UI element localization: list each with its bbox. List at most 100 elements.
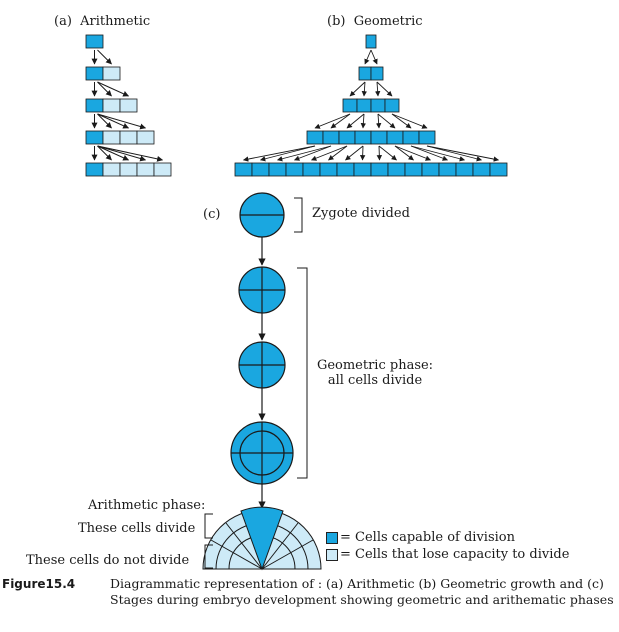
dividing-cell	[353, 162, 372, 177]
division-arrow	[377, 113, 396, 129]
legend-lose-label: = Cells that lose capacity to divide	[340, 547, 570, 562]
cells-divide-bracket	[204, 513, 213, 539]
division-arrow	[394, 145, 414, 161]
division-arrow	[97, 145, 164, 162]
division-arrow	[293, 145, 332, 161]
division-arrow	[376, 145, 383, 161]
dome-radial-line	[225, 522, 263, 570]
dividing-cell	[370, 130, 388, 145]
dividing-cell	[285, 162, 304, 177]
dividing-cell	[370, 162, 389, 177]
division-arrow	[330, 113, 351, 129]
division-arrow	[328, 145, 348, 161]
brackets	[204, 197, 308, 569]
dividing-cell	[354, 130, 372, 145]
figure-number: Figure15.4	[2, 577, 76, 591]
division-arrow	[364, 49, 372, 65]
division-arrow	[391, 113, 412, 129]
legend-swatch-dividing	[326, 532, 338, 544]
dividing-cell	[358, 66, 372, 81]
division-arrow	[394, 145, 432, 161]
division-arrow	[97, 81, 130, 97]
division-arrow	[361, 81, 368, 97]
figure-caption: Figure15.4 Diagrammatic representation o…	[2, 576, 617, 607]
dividing-cell	[365, 34, 377, 49]
dividing-cell	[472, 162, 491, 177]
nondividing-cell	[102, 162, 121, 177]
arithmetic-growth-diagram	[85, 34, 172, 177]
division-arrow	[97, 145, 130, 161]
division-arrow	[410, 145, 449, 161]
nondividing-cell	[119, 162, 138, 177]
nondividing-cell	[102, 98, 121, 113]
dividing-cell	[370, 66, 384, 81]
caption-text: Diagrammatic representation of : (a) Ari…	[110, 576, 614, 607]
dividing-cell	[402, 130, 420, 145]
nondividing-cell	[136, 162, 155, 177]
dividing-cell	[455, 162, 474, 177]
division-arrow	[242, 145, 316, 162]
dividing-cell	[319, 162, 338, 177]
dividing-cell	[387, 162, 406, 177]
cells-not-divide-label: These cells do not divide	[26, 553, 190, 568]
zygote-bracket	[294, 197, 303, 233]
dome-radial-line	[261, 539, 314, 570]
division-arrow	[370, 49, 378, 65]
division-arrow	[426, 145, 500, 162]
dividing-cell	[421, 162, 440, 177]
legend-swatch-nondividing	[326, 549, 338, 561]
dome-radial-line	[210, 539, 263, 570]
cells-not-divide-bracket	[204, 544, 213, 569]
geometric-phase-bracket	[297, 267, 308, 479]
division-arrow	[391, 113, 428, 129]
division-arrow	[410, 145, 466, 162]
zygote-divided-label: Zygote divided	[312, 206, 410, 221]
dividing-cell	[85, 130, 104, 145]
division-arrow	[97, 145, 147, 162]
division-arrow	[97, 113, 130, 129]
dividing-cell	[386, 130, 404, 145]
embryo-stages	[230, 192, 294, 509]
division-arrow	[97, 81, 112, 97]
division-arrow	[378, 145, 397, 161]
dividing-cell	[234, 162, 253, 177]
dividing-cell	[85, 98, 104, 113]
panel-b-title: Geometric	[353, 14, 423, 29]
division-arrow	[375, 113, 382, 129]
division-arrow	[360, 113, 367, 129]
nondividing-cell	[102, 130, 121, 145]
geometric-growth-diagram	[234, 34, 508, 177]
nondividing-cell	[119, 98, 138, 113]
nondividing-cell	[119, 130, 138, 145]
nondividing-cell	[136, 130, 155, 145]
dividing-cell	[306, 130, 324, 145]
nondividing-cell	[102, 66, 121, 81]
legend-capable-label: = Cells capable of division	[340, 530, 515, 545]
dividing-cell	[370, 98, 386, 113]
dividing-cell	[356, 98, 372, 113]
division-arrow	[376, 81, 393, 97]
division-arrow	[314, 113, 351, 129]
dividing-cells-region	[240, 506, 284, 571]
dome-radial-line	[261, 522, 299, 570]
division-arrow	[349, 81, 366, 97]
division-arrow	[345, 145, 364, 161]
panel-a-label: (a) Arithmetic	[54, 14, 151, 29]
geometric-phase-label: Geometric phase: all cells divide	[316, 358, 434, 388]
division-arrow	[310, 145, 348, 161]
dividing-cell	[384, 98, 400, 113]
dividing-cell	[85, 66, 104, 81]
division-arrow	[97, 113, 147, 130]
dividing-cell	[438, 162, 457, 177]
dividing-cell	[302, 162, 321, 177]
dividing-cell	[404, 162, 423, 177]
panel-a-title: Arithmetic	[80, 14, 151, 29]
division-arrow	[276, 145, 332, 162]
cells-divide-label: These cells divide	[78, 521, 196, 536]
dividing-cell	[251, 162, 270, 177]
panel-c-label: (c)	[203, 207, 221, 222]
division-arrow	[426, 145, 483, 162]
dividing-cell	[342, 98, 358, 113]
division-arrow	[97, 49, 112, 65]
